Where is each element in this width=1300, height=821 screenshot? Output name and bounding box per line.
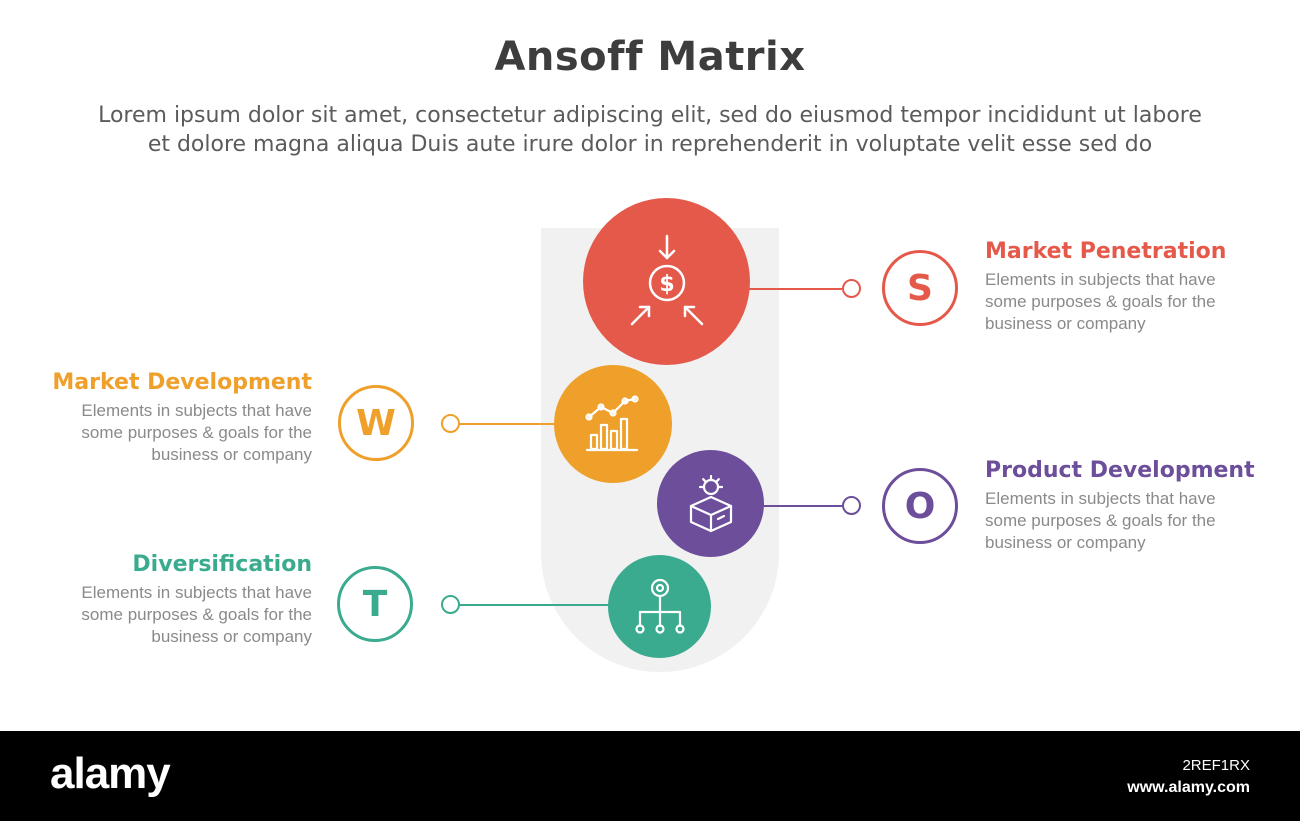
market-penetration-circle: $ xyxy=(583,198,750,365)
product-development-description: Elements in subjects that have some purp… xyxy=(985,489,1216,552)
box-gear-icon xyxy=(689,474,732,532)
market-penetration-block: Market Penetration Elements in subjects … xyxy=(985,237,1265,335)
product-development-heading: Product Development xyxy=(985,458,1255,483)
svg-text:$: $ xyxy=(659,272,674,297)
image-id: 2REF1RX xyxy=(1182,757,1250,774)
alamy-logo: alamy xyxy=(50,749,171,798)
image-info: 2REF1RX www.alamy.com xyxy=(1127,755,1250,799)
market-development-block: Market Development Elements in subjects … xyxy=(32,368,312,466)
connector-dot-diversification xyxy=(441,595,460,614)
letter-circle-t: T xyxy=(337,566,413,642)
product-development-circle xyxy=(657,450,764,557)
diversification-circle xyxy=(608,555,711,658)
diversification-block: Diversification Elements in subjects tha… xyxy=(32,550,312,648)
letter-circle-s: S xyxy=(882,250,958,326)
source-url: www.alamy.com xyxy=(1127,779,1250,796)
subtitle-line-2: et dolore magna aliqua Duis aute irure d… xyxy=(147,132,1153,157)
connector-development xyxy=(458,423,556,425)
bar-chart-growth-icon xyxy=(585,395,639,452)
connector-dot-product xyxy=(842,496,861,515)
subtitle: Lorem ipsum dolor sit amet, consectetur … xyxy=(0,101,1300,159)
market-penetration-description: Elements in subjects that have some purp… xyxy=(985,270,1216,333)
connector-product xyxy=(762,505,842,507)
letter-circle-o: O xyxy=(882,468,958,544)
connector-dot-penetration xyxy=(842,279,861,298)
subtitle-line-1: Lorem ipsum dolor sit amet, consectetur … xyxy=(98,103,1202,128)
connector-dot-development xyxy=(441,414,460,433)
connector-diversification xyxy=(458,604,610,606)
dollar-target-icon: $ xyxy=(630,234,703,325)
market-development-heading: Market Development xyxy=(52,370,312,395)
connector-penetration xyxy=(745,288,842,290)
diversification-description: Elements in subjects that have some purp… xyxy=(81,583,312,646)
market-penetration-heading: Market Penetration xyxy=(985,239,1227,264)
watermark-footer: alamy 2REF1RX www.alamy.com xyxy=(0,731,1300,821)
network-hierarchy-icon xyxy=(634,578,685,634)
page-title: Ansoff Matrix xyxy=(494,34,806,80)
market-development-description: Elements in subjects that have some purp… xyxy=(81,401,312,464)
diversification-heading: Diversification xyxy=(132,552,312,577)
product-development-block: Product Development Elements in subjects… xyxy=(985,456,1265,554)
letter-circle-w: W xyxy=(338,385,414,461)
market-development-circle xyxy=(554,365,672,483)
